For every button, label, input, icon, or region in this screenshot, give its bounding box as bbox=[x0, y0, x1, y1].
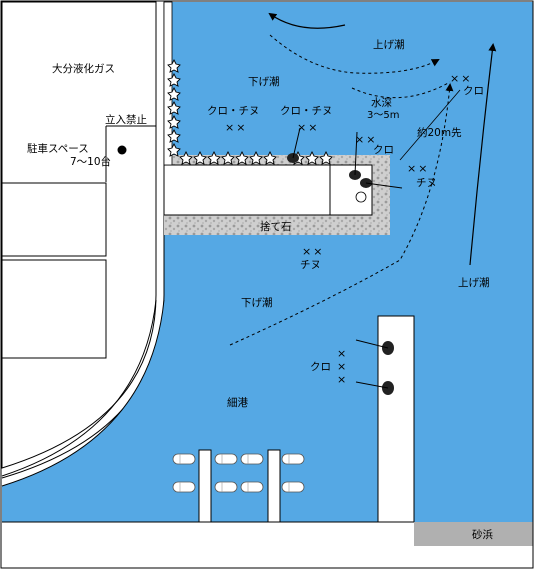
rising-tide-right-arrow bbox=[469, 43, 497, 266]
boat-pier-2 bbox=[267, 449, 281, 523]
coastline-curve bbox=[1, 299, 165, 487]
fish-spot-label: クロ bbox=[310, 361, 331, 373]
angler-icon bbox=[355, 381, 394, 395]
angler-icon bbox=[355, 339, 394, 355]
parking-dot-icon bbox=[117, 145, 127, 155]
angler-icon bbox=[287, 127, 301, 163]
fish-spot-label: クロ bbox=[373, 144, 394, 156]
falling-tide-long-arrow bbox=[351, 81, 451, 99]
fish-spot-label: チヌ bbox=[416, 177, 437, 189]
falling-tide-top-arrow bbox=[269, 34, 440, 74]
no-entry-label: 立入禁止 bbox=[105, 113, 147, 126]
fish-spot-marks: × bbox=[337, 347, 348, 360]
boat-pier-1 bbox=[198, 449, 212, 523]
water-depth-range-label: 3〜5m bbox=[367, 110, 399, 121]
parking-label: 駐車スペース bbox=[27, 142, 89, 155]
distance-line bbox=[399, 89, 461, 161]
falling-tide-mid-label: 下げ潮 bbox=[241, 296, 273, 309]
lot-block-2 bbox=[1, 259, 107, 359]
fish-spot-marks: × bbox=[337, 373, 348, 386]
fish-spot-marks: ×× bbox=[450, 72, 472, 85]
distance-label: 約20m先 bbox=[417, 126, 462, 139]
lot-block-1 bbox=[1, 182, 107, 257]
fish-spot-marks: ×× bbox=[302, 245, 324, 258]
gas-company-label: 大分液化ガス bbox=[52, 62, 115, 75]
fish-spot-marks: ×× bbox=[355, 133, 377, 146]
riprap-label: 捨て石 bbox=[260, 220, 292, 233]
angler-icon bbox=[349, 131, 361, 180]
fish-spot-marks: × bbox=[337, 360, 348, 373]
water-depth-label: 水深 bbox=[371, 97, 392, 109]
falling-tide-label: 下げ潮 bbox=[248, 75, 280, 88]
fish-spot-marks: ×× bbox=[297, 121, 319, 134]
angler-icon bbox=[360, 178, 403, 189]
rising-tide-right-label: 上げ潮 bbox=[458, 276, 490, 289]
rising-tide-top-arrow bbox=[268, 12, 346, 29]
rising-tide-label: 上げ潮 bbox=[373, 38, 405, 51]
main-pier bbox=[163, 164, 373, 216]
fish-spot-label: クロ・チヌ bbox=[280, 105, 333, 117]
fish-spot-marks: ×× bbox=[225, 121, 247, 134]
sand-beach-label: 砂浜 bbox=[472, 528, 493, 541]
fish-spot-label: チヌ bbox=[300, 259, 321, 271]
hosokou-label: 細港 bbox=[227, 396, 248, 409]
float-circle bbox=[355, 191, 367, 203]
land-curve-inner bbox=[1, 299, 157, 477]
fish-spot-label: クロ bbox=[463, 85, 484, 97]
fish-spot-marks: ×× bbox=[407, 162, 429, 175]
parking-count-label: 7〜10台 bbox=[70, 155, 111, 168]
sand-beach-strip bbox=[414, 522, 533, 546]
fish-spot-label: クロ・チヌ bbox=[207, 105, 260, 117]
